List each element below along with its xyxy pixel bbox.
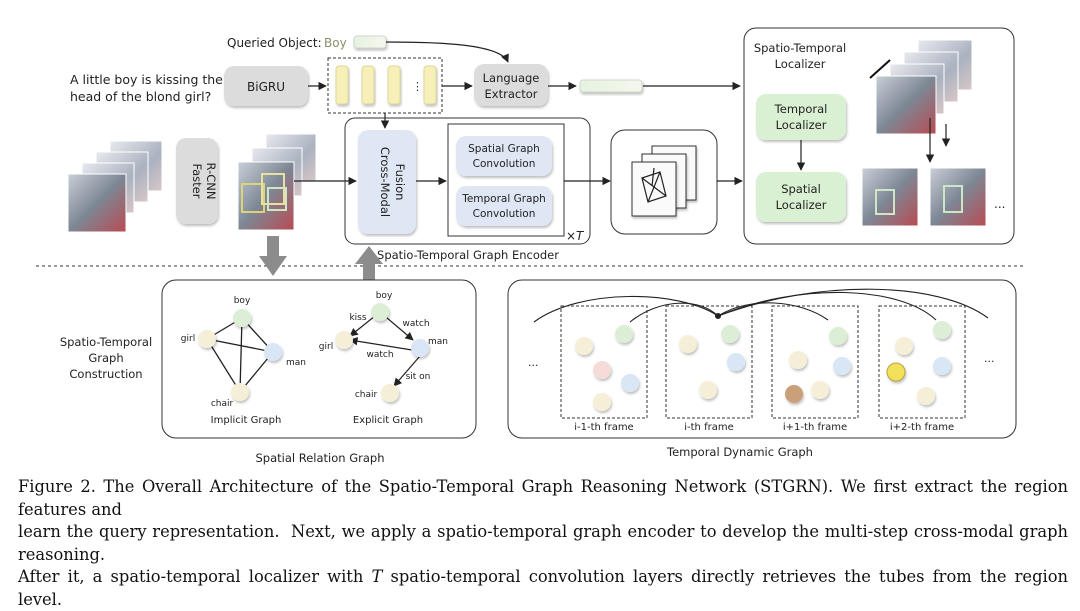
construction-label-2: Graph xyxy=(88,351,123,365)
frame-panel-i xyxy=(665,305,753,419)
svg-text:Fusion: Fusion xyxy=(393,164,407,201)
explicit-node-chair: chair xyxy=(355,390,378,400)
sentence-line-2: head of the blond girl? xyxy=(70,89,211,104)
spatial-relation-graph-title: Spatial Relation Graph xyxy=(256,451,385,465)
query-label: Queried Object: xyxy=(227,36,322,50)
frame-label-1: i-th frame xyxy=(684,422,733,433)
caption-line-3: After it, a spatio-temporal localizer wi… xyxy=(18,567,1074,609)
explicit-node-boy: boy xyxy=(376,291,393,301)
svg-text:Convolution: Convolution xyxy=(473,208,536,220)
caption-line-1: Figure 2. The Overall Architecture of th… xyxy=(18,477,1074,519)
svg-text:Cross-Modal: Cross-Modal xyxy=(378,147,392,217)
svg-text:R-CNN: R-CNN xyxy=(204,163,218,200)
svg-text:⋮: ⋮ xyxy=(412,80,423,93)
construction-label-1: Spatio-Temporal xyxy=(60,335,152,349)
temporal-graph-conv-module: Temporal Graph Convolution xyxy=(456,186,552,226)
svg-text:Temporal: Temporal xyxy=(774,102,828,116)
construction-label-3: Construction xyxy=(69,367,142,381)
svg-text:...: ... xyxy=(994,197,1005,211)
localizer-box xyxy=(743,27,1015,245)
temporal-arcs xyxy=(533,288,989,323)
spatial-relation-graph-box xyxy=(161,279,477,439)
svg-text:Convolution: Convolution xyxy=(473,158,536,170)
explicit-edge-sit-on: sit on xyxy=(406,372,431,382)
explicit-edge-kiss: kiss xyxy=(349,313,366,323)
temporal-ellipsis-right: ... xyxy=(984,352,995,365)
implicit-node-boy: boy xyxy=(234,296,251,306)
implicit-graph: boy girl man chair Implicit Graph xyxy=(181,296,306,426)
temporal-ellipsis-left: ... xyxy=(528,356,539,369)
conv-layers-box xyxy=(447,123,565,237)
implicit-node-girl: girl xyxy=(181,334,195,344)
architecture-figure: Queried Object: Boy A little boy is kiss… xyxy=(36,27,1024,465)
frame-panel-i-1 xyxy=(560,305,648,419)
temporal-localizer-module: Temporal Localizer xyxy=(756,94,846,140)
svg-text:Spatial Graph: Spatial Graph xyxy=(468,143,540,155)
cross-modal-fusion-module: Cross-Modal Fusion xyxy=(358,130,416,234)
svg-text:Localizer: Localizer xyxy=(776,198,827,212)
spatial-graph-conv-module: Spatial Graph Convolution xyxy=(456,136,552,176)
word-features: ⋮ xyxy=(327,57,443,114)
implicit-node-chair: chair xyxy=(211,399,234,409)
bigru-module: BiGRU xyxy=(224,66,308,106)
query-representation xyxy=(579,79,643,93)
explicit-graph: boy girl man chair kiss watch watch sit … xyxy=(319,291,448,426)
sentence-line-1: A little boy is kissing the xyxy=(70,72,223,87)
explicit-graph-title: Explicit Graph xyxy=(353,415,423,426)
frame-label-2: i+1-th frame xyxy=(783,422,847,433)
explicit-node-girl: girl xyxy=(319,342,333,352)
explicit-edge-watch-top: watch xyxy=(402,319,429,329)
svg-text:Language: Language xyxy=(483,71,540,85)
spatial-localizer-module: Spatial Localizer xyxy=(756,172,846,222)
svg-text:Faster: Faster xyxy=(190,164,204,199)
svg-text:Spatial: Spatial xyxy=(781,182,821,196)
figure-caption: Figure 2. The Overall Architecture of th… xyxy=(18,476,1068,611)
arrow-object-to-extractor xyxy=(385,41,509,63)
input-video-frames xyxy=(67,140,163,233)
graph-output-box xyxy=(610,129,718,235)
frame-label-3: i+2-th frame xyxy=(890,422,954,433)
caption-line-2: learn the query representation. Next, we… xyxy=(18,522,1074,564)
query-object-feature xyxy=(353,35,387,49)
thick-gray-arrow-down xyxy=(259,236,287,276)
temporal-dynamic-graph-box xyxy=(507,279,1017,439)
times-t-label: ×T xyxy=(566,229,585,243)
query-object: Boy xyxy=(324,36,347,50)
localized-tube-frames: ... xyxy=(861,39,1005,227)
region-proposal-frames xyxy=(237,133,317,231)
encoder-title: Spatio-Temporal Graph Encoder xyxy=(377,248,559,262)
thick-gray-arrow-up xyxy=(355,246,383,280)
svg-text:Extractor: Extractor xyxy=(485,87,538,101)
faster-rcnn-module: Faster R-CNN xyxy=(176,138,218,224)
temporal-dynamic-graph-title: Temporal Dynamic Graph xyxy=(666,445,813,459)
explicit-edge-watch-mid: watch xyxy=(366,350,393,360)
svg-text:Temporal Graph: Temporal Graph xyxy=(461,193,546,205)
svg-text:BiGRU: BiGRU xyxy=(247,80,285,94)
frame-label-0: i-1-th frame xyxy=(574,422,633,433)
frame-panel-i+2 xyxy=(878,305,966,419)
localizer-title-1: Spatio-Temporal xyxy=(754,41,846,55)
explicit-node-man: man xyxy=(428,337,448,347)
svg-text:Localizer: Localizer xyxy=(776,118,827,132)
language-extractor-module: Language Extractor xyxy=(474,64,548,106)
localizer-title-2: Localizer xyxy=(775,57,826,71)
frame-panel-i+1 xyxy=(771,305,859,419)
implicit-graph-title: Implicit Graph xyxy=(211,415,282,426)
implicit-node-man: man xyxy=(286,358,306,368)
